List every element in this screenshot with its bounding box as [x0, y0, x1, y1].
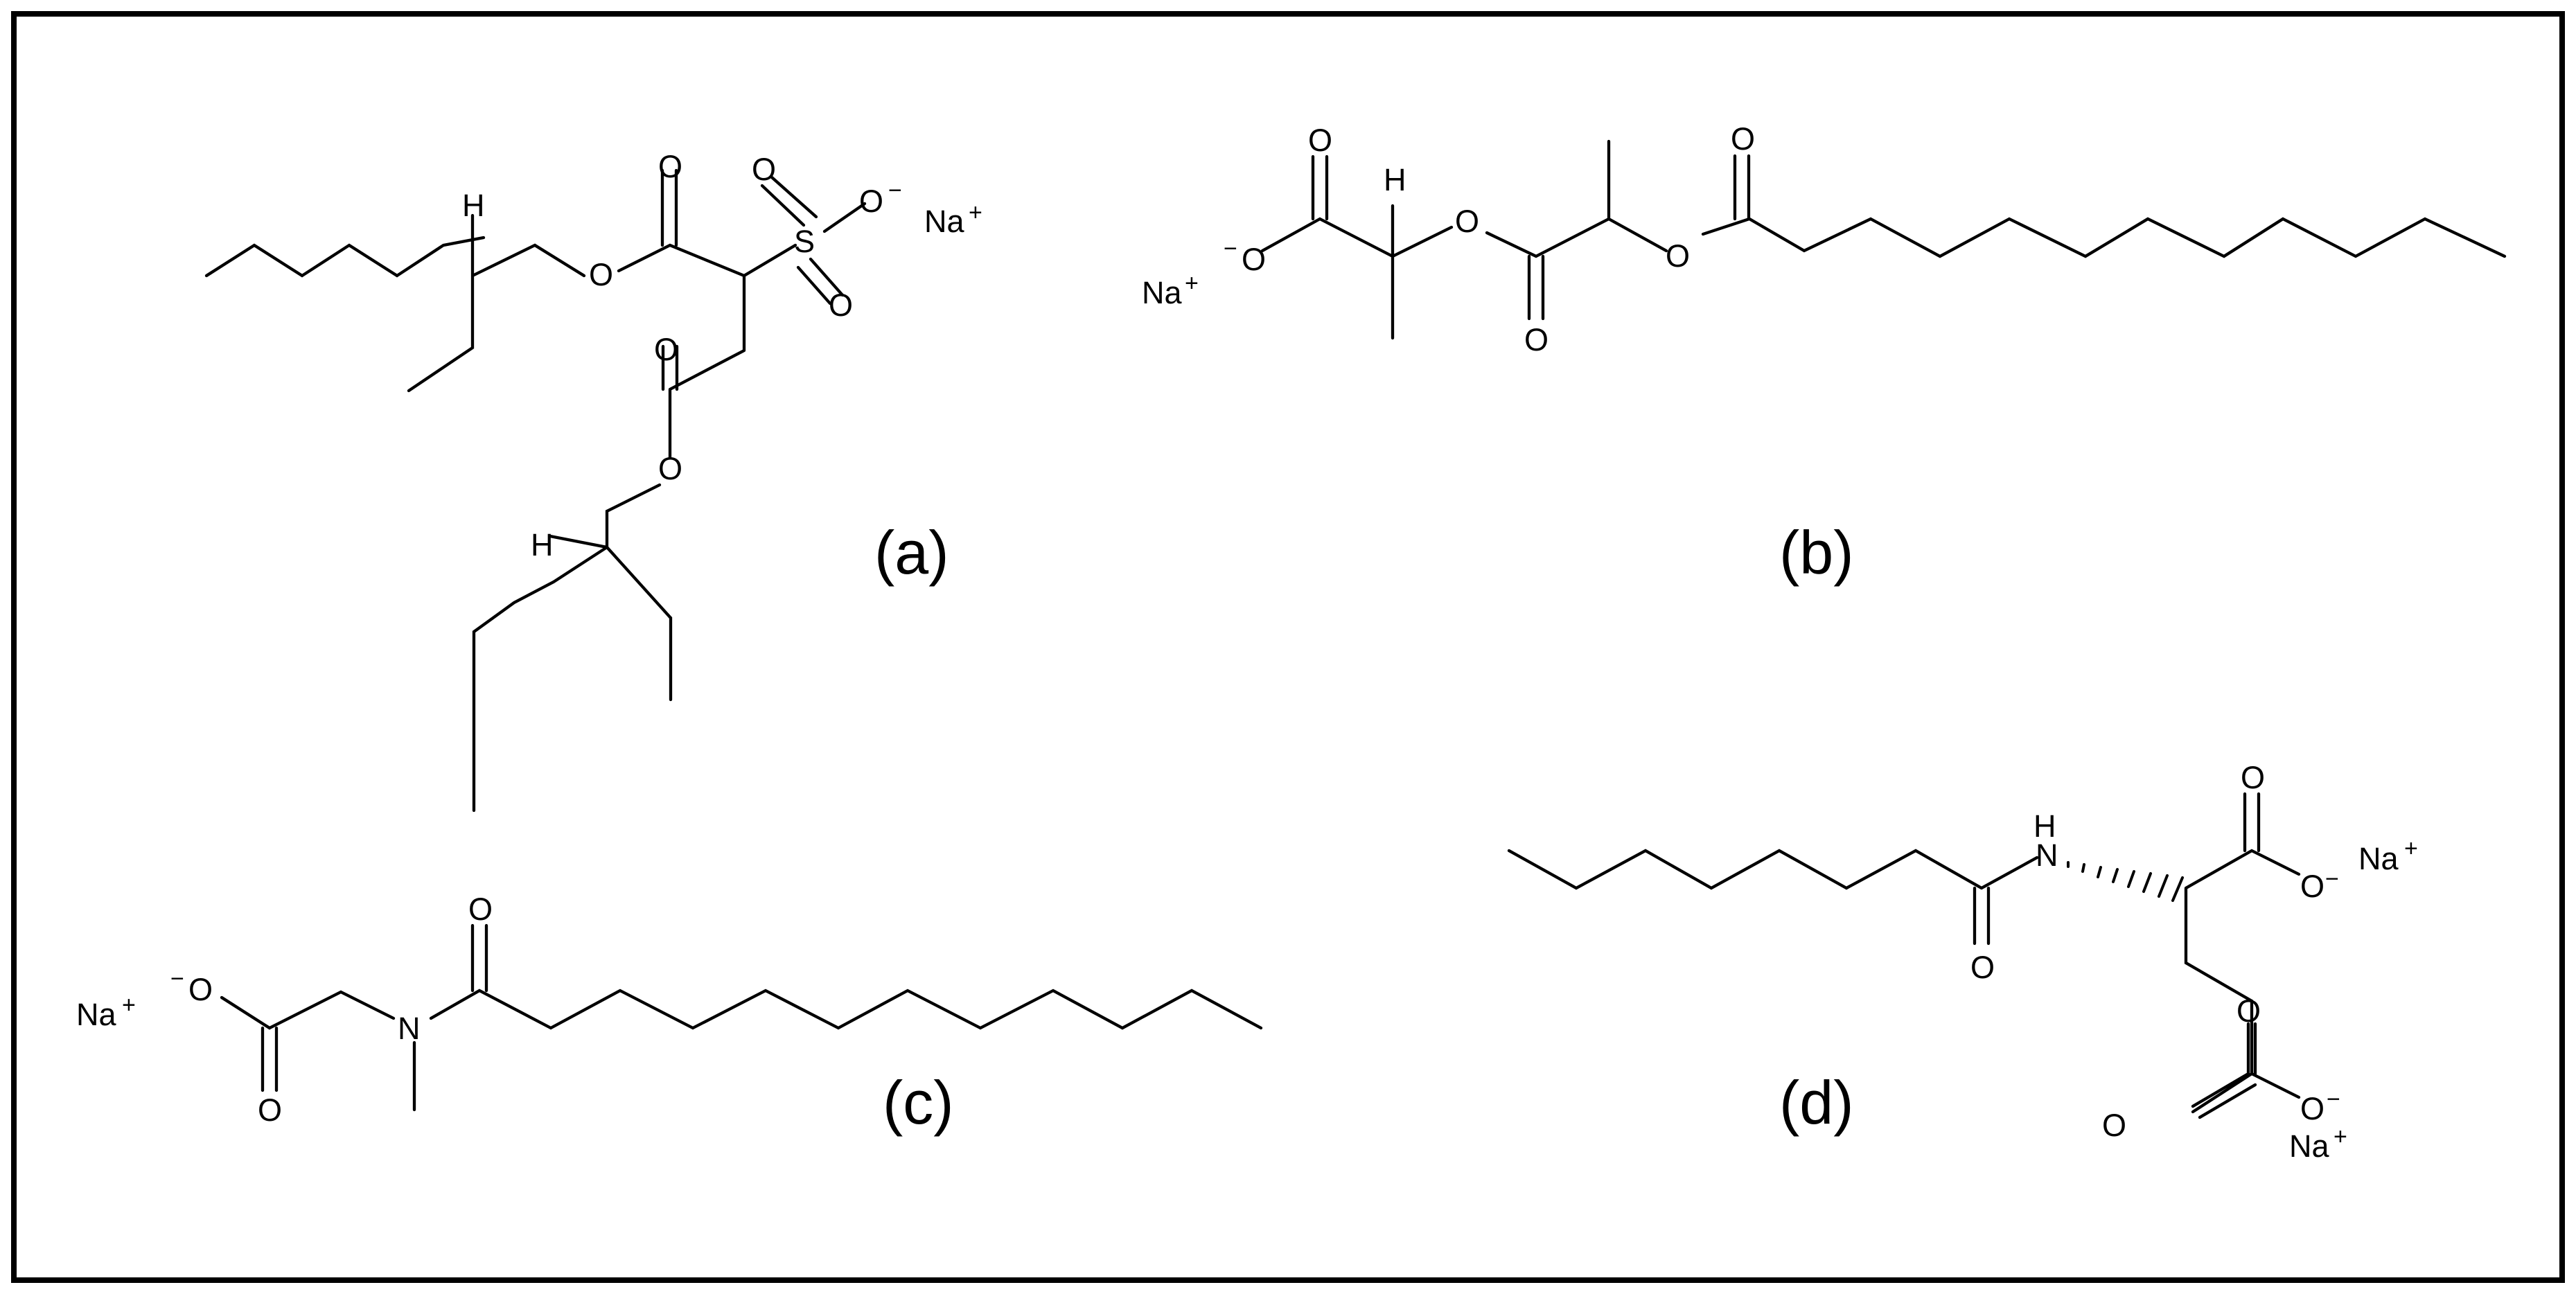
ester-oxygen-label: O	[1455, 204, 1479, 239]
panel-label-d: (d)	[1779, 1068, 1854, 1137]
sulfonyl-oxygen-label: O	[752, 152, 776, 187]
ester-oxygen-label: O	[1666, 238, 1690, 274]
structure-b-bonds	[1260, 139, 2507, 340]
hydrogen-label: H	[462, 188, 485, 223]
sodium-label: Na	[76, 997, 116, 1032]
carbonyl-oxygen-label: O	[658, 149, 682, 184]
structure-d-bonds	[1507, 792, 2301, 1119]
carboxylate-oxygen-label: O	[2300, 869, 2324, 904]
stereo-hash-bond	[2067, 861, 2184, 902]
panel-label-c: (c)	[883, 1068, 954, 1137]
carbonyl-oxygen-label: O	[1524, 322, 1549, 357]
hydrogen-label: H	[1384, 162, 1406, 197]
amide-hydrogen-label: H	[2034, 808, 2056, 844]
carbonyl-oxygen-label: O	[258, 1092, 282, 1128]
positive-charge-label: +	[1185, 270, 1199, 296]
sodium-label: Na	[1142, 275, 1182, 310]
carboxylate-oxygen-label: O	[188, 972, 213, 1007]
positive-charge-label: +	[2404, 835, 2418, 862]
carbonyl-oxygen-label: O	[1970, 950, 1995, 985]
carbonyl-oxygen-label: O	[2237, 993, 2261, 1029]
carbonyl-oxygen-label: O	[2102, 1108, 2126, 1143]
negative-charge-label: −	[1224, 236, 1237, 262]
sodium-label: Na	[924, 204, 964, 239]
panel-label-b: (b)	[1779, 518, 1854, 587]
positive-charge-label: +	[969, 200, 982, 226]
positive-charge-label: +	[122, 992, 136, 1018]
nitrogen-label: N	[398, 1011, 421, 1046]
carboxylate-oxygen-label: O	[2300, 1091, 2324, 1126]
nitrogen-label: N	[2036, 837, 2058, 873]
structure-d: H N O O O − Na + O O O − Na + (d)	[1507, 760, 2418, 1164]
sodium-label: Na	[2358, 841, 2399, 876]
negative-charge-label: −	[2325, 866, 2339, 892]
structure-c: Na + − O O N O (c)	[76, 892, 1263, 1137]
structure-a-bonds	[204, 168, 867, 813]
sulfur-label: S	[794, 224, 815, 259]
panel-label-a: (a)	[874, 518, 949, 587]
carbonyl-oxygen-label: O	[2241, 760, 2265, 795]
negative-charge-label: −	[170, 966, 184, 992]
carbonyl-oxygen-label: O	[654, 332, 678, 367]
negative-charge-label: −	[888, 177, 902, 204]
carbonyl-oxygen-label: O	[1308, 123, 1332, 158]
positive-charge-label: +	[2334, 1124, 2347, 1150]
structure-c-bonds	[220, 923, 1263, 1112]
hydrogen-label: H	[531, 527, 554, 562]
sulfonyl-oxygen-label: O	[829, 287, 853, 323]
structure-b: H O − O Na + O O O O (b)	[1142, 121, 2507, 587]
oxygen-label: O	[658, 451, 682, 486]
negative-charge-label: −	[2327, 1086, 2340, 1113]
figure-frame	[11, 11, 2565, 1283]
carbonyl-oxygen-label: O	[468, 892, 493, 927]
oxygen-label: O	[589, 257, 613, 292]
structure-a: H O O S O O O − Na + O O H (a)	[204, 149, 982, 813]
carbonyl-oxygen-label: O	[1731, 121, 1755, 157]
sodium-label: Na	[2289, 1128, 2329, 1164]
carboxylate-oxygen-label: O	[1242, 242, 1266, 277]
sulfonate-oxygen-label: O	[859, 184, 883, 219]
